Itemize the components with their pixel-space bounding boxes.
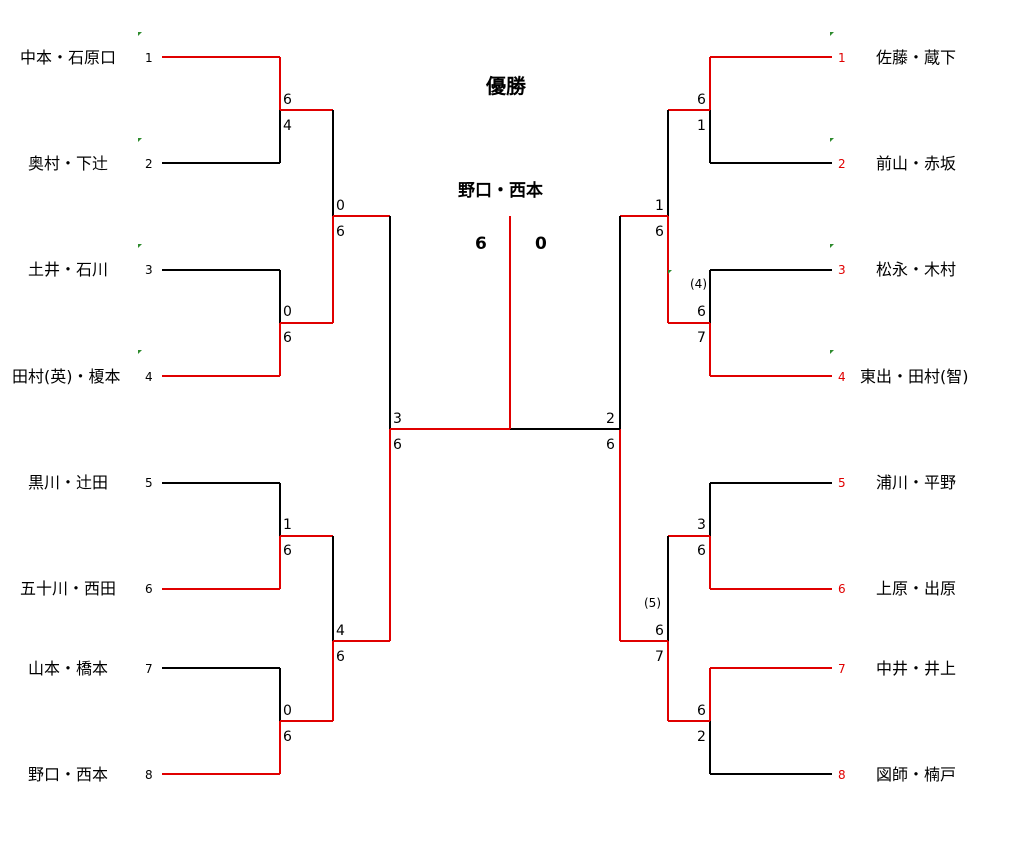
- left-player-name: 奥村・下辻: [28, 154, 109, 173]
- left-seed-number: 5: [145, 476, 153, 490]
- right-r2-score: 7: [655, 649, 664, 665]
- final-score-right: 0: [535, 234, 547, 254]
- right-player-name: 浦川・平野: [876, 473, 957, 492]
- left-r1-score: 4: [283, 118, 292, 134]
- right-player-name: 東出・田村(智): [860, 367, 969, 386]
- right-r1-score: 6: [697, 703, 706, 719]
- left-seed-number: 7: [145, 662, 153, 676]
- winner-heading: 優勝: [486, 74, 526, 98]
- right-r1-score: 6: [697, 543, 706, 559]
- right-r1-score: 1: [697, 118, 706, 134]
- right-r1-score: 7: [697, 330, 706, 346]
- left-player-name: 土井・石川: [28, 260, 109, 279]
- right-r2-score: 1: [655, 198, 664, 214]
- corner-mark: [830, 350, 834, 354]
- left-r1-score: 1: [283, 517, 292, 533]
- left-player-name: 野口・西本: [28, 765, 109, 784]
- left-r1-score: 6: [283, 543, 292, 559]
- right-seed-number: 4: [838, 370, 846, 384]
- corner-mark: [830, 244, 834, 248]
- left-seed-number: 8: [145, 768, 153, 782]
- left-r1-score: 6: [283, 729, 292, 745]
- left-r1-score: 6: [283, 330, 292, 346]
- corner-mark: [668, 270, 672, 274]
- left-r2-score: 4: [336, 623, 345, 639]
- right-r1-score: 6: [697, 92, 706, 108]
- left-seed-number: 4: [145, 370, 153, 384]
- corner-mark: [138, 32, 142, 36]
- left-seed-number: 3: [145, 263, 153, 277]
- left-player-name: 中本・石原口: [20, 48, 117, 67]
- champion-name: 野口・西本: [458, 181, 543, 201]
- left-seed-number: 6: [145, 582, 153, 596]
- right-player-name: 図師・楠戸: [876, 765, 957, 784]
- right-r2-score: 6: [655, 224, 664, 240]
- left-r2-score: 0: [336, 198, 345, 214]
- left-r1-score: 6: [283, 92, 292, 108]
- left-r3-score: 3: [393, 411, 402, 427]
- match-note: (4): [690, 277, 707, 291]
- right-r2-score: 6: [655, 623, 664, 639]
- match-note: (5): [644, 596, 661, 610]
- left-seed-number: 2: [145, 157, 153, 171]
- right-player-name: 佐藤・蔵下: [876, 48, 957, 67]
- right-player-name: 上原・出原: [876, 579, 957, 598]
- right-player-name: 前山・赤坂: [876, 154, 957, 173]
- left-r2-score: 6: [336, 224, 345, 240]
- left-player-name: 黒川・辻田: [28, 473, 109, 492]
- left-player-name: 五十川・西田: [20, 579, 117, 598]
- final-score-left: 6: [475, 234, 487, 254]
- right-r1-score: 3: [697, 517, 706, 533]
- right-seed-number: 8: [838, 768, 846, 782]
- corner-mark: [830, 138, 834, 142]
- right-seed-number: 1: [838, 51, 846, 65]
- right-player-name: 松永・木村: [876, 260, 957, 279]
- right-seed-number: 6: [838, 582, 846, 596]
- right-r3-score: 6: [606, 437, 615, 453]
- corner-mark: [830, 32, 834, 36]
- left-r1-score: 0: [283, 304, 292, 320]
- right-seed-number: 7: [838, 662, 846, 676]
- right-seed-number: 2: [838, 157, 846, 171]
- left-player-name: 山本・橋本: [28, 659, 109, 678]
- right-seed-number: 5: [838, 476, 846, 490]
- corner-mark: [138, 350, 142, 354]
- right-r1-score: 6: [697, 304, 706, 320]
- left-r2-score: 6: [336, 649, 345, 665]
- left-seed-number: 1: [145, 51, 153, 65]
- corner-mark: [138, 138, 142, 142]
- right-r3-score: 2: [606, 411, 615, 427]
- left-r1-score: 0: [283, 703, 292, 719]
- right-seed-number: 3: [838, 263, 846, 277]
- left-player-name: 田村(英)・榎本: [12, 367, 121, 386]
- right-player-name: 中井・井上: [876, 659, 957, 678]
- corner-mark: [138, 244, 142, 248]
- right-r1-score: 2: [697, 729, 706, 745]
- left-r3-score: 6: [393, 437, 402, 453]
